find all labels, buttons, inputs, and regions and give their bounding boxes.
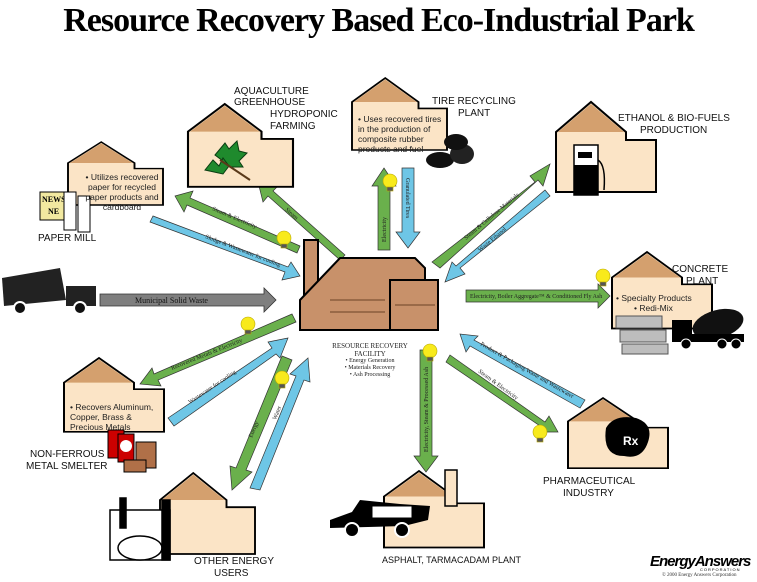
smelter-label-2: METAL SMELTER (26, 461, 108, 472)
tire-plant-label-2: PLANT (458, 108, 491, 119)
ethanol-label-2: PRODUCTION (640, 125, 708, 136)
aquaculture-label-1: AQUACULTURE (234, 86, 309, 97)
energy-users-label-1: OTHER ENERGY (194, 556, 275, 567)
svg-text:Granulated Tires: Granulated Tires (404, 178, 410, 219)
arrow-pharma-steam: Steam & Electricity (445, 354, 559, 433)
arrow-energy-users-energy: Energy (229, 355, 293, 491)
svg-text:Electricity: Electricity (382, 217, 388, 242)
cans-icon (107, 429, 157, 473)
ethanol-label-1: ETHANOL & BIO-FUELS (618, 113, 730, 124)
pharma-label-1: PHARMACEUTICAL (543, 476, 636, 487)
lightbulb-icons (240, 173, 611, 443)
tire-plant-description: • Uses recovered tires in the production… (358, 114, 442, 154)
newspaper-rolls-icon: NEWS NE (39, 191, 91, 233)
svg-text:Water: Water (272, 405, 283, 420)
svg-text:Wastewater for cooling: Wastewater for cooling (187, 369, 237, 406)
concrete-blocks-icon (615, 315, 669, 355)
arrow-tire-granulated: Granulated Tires (395, 167, 421, 249)
pharma-label-2: INDUSTRY (563, 488, 614, 499)
arrow-aqua-steam: Steam (257, 181, 346, 261)
tire-plant-label-1: TIRE RECYCLING (432, 96, 516, 107)
garbage-truck-icon (2, 268, 96, 315)
arrow-ethanol-steam: Steam & Cellulose Materials (431, 163, 551, 269)
dump-truck-icon (330, 500, 430, 538)
arrow-msw: Municipal Solid Waste (99, 287, 277, 313)
industrial-plant-icon (109, 497, 171, 561)
arrow-concrete: Electricity, Boiler Aggregate™ & Conditi… (465, 283, 611, 309)
concrete-label-1: CONCRETE (672, 264, 729, 275)
smelter-description: • Recovers Aluminum, Copper, Brass & Pre… (70, 402, 154, 432)
svg-text:Municipal Solid Waste: Municipal Solid Waste (135, 296, 208, 305)
lightbulb-icon (595, 268, 611, 287)
concrete-label-2: PLANT (686, 276, 719, 287)
page-title: Resource Recovery Based Eco-Industrial P… (63, 2, 695, 39)
facility-bullet: • Energy Generation (345, 358, 395, 364)
energy-users-building (159, 472, 256, 555)
svg-text:NEWS: NEWS (42, 195, 66, 204)
gas-pump-icon (573, 144, 606, 196)
resource-recovery-facility-icon (299, 239, 439, 331)
aquaculture-label-2: GREENHOUSE (234, 97, 306, 108)
facility-bullet: • Materials Recovery (344, 365, 396, 371)
mortar-pestle-rx-icon: Rx (605, 417, 650, 457)
facility-bullet: • Ash Processing (349, 372, 391, 378)
svg-text:Recovered Metals & Electricity: Recovered Metals & Electricity (171, 338, 244, 372)
concrete-bullet-1: • Specialty Products (616, 293, 692, 303)
facility-name: RESOURCE RECOVERY (332, 342, 408, 350)
energy-answers-logo: EnergyAnswers (650, 553, 751, 570)
lightbulb-icon (382, 173, 398, 192)
svg-text:Rx: Rx (623, 434, 639, 448)
svg-text:NE: NE (48, 207, 59, 216)
lightbulb-icon (532, 424, 548, 443)
arrow-ethanol-waste: Waste Ethanol (444, 189, 551, 283)
facility-name-2: FACILITY (354, 350, 386, 358)
aquaculture-label-4: FARMING (270, 121, 316, 132)
lightbulb-icon (422, 343, 438, 362)
aquaculture-label-3: HYDROPONIC (270, 109, 338, 120)
svg-text:Electricity, Steam & Processed: Electricity, Steam & Processed Ash (424, 367, 430, 452)
smelter-label-1: NON-FERROUS (30, 449, 105, 460)
chimney-icon (444, 469, 458, 507)
cement-truck-icon (672, 308, 744, 350)
lightbulb-icon (240, 316, 256, 335)
paper-mill-label: PAPER MILL (38, 233, 97, 244)
arrow-energy-users-water: Water (249, 357, 311, 491)
svg-text:Electricity, Boiler Aggregate™: Electricity, Boiler Aggregate™ & Conditi… (470, 294, 602, 300)
lightbulb-icon (274, 370, 290, 389)
logo-subtitle: CORPORATION (700, 567, 741, 572)
svg-text:Steam & Cellulose Materials: Steam & Cellulose Materials (463, 192, 521, 242)
arrow-paper-sludge: Sludge & Wastewater for cooling (149, 215, 301, 281)
copyright: © 2000 Energy Answers Corporation (662, 573, 737, 578)
energy-users-label-2: USERS (214, 568, 249, 579)
concrete-bullet-2: • Redi-Mix (634, 303, 673, 313)
tires-icon (426, 134, 474, 168)
arrow-asphalt: Electricity, Steam & Processed Ash (413, 349, 439, 473)
asphalt-label: ASPHALT, TARMACADAM PLANT (382, 555, 522, 565)
lightbulb-icon (276, 230, 292, 249)
facility-caption: RESOURCE RECOVERY FACILITY • Energy Gene… (305, 342, 435, 379)
paper-mill-description: • Utilizes recovered paper for recycled … (85, 172, 159, 212)
maple-leaf-icon (204, 139, 251, 181)
